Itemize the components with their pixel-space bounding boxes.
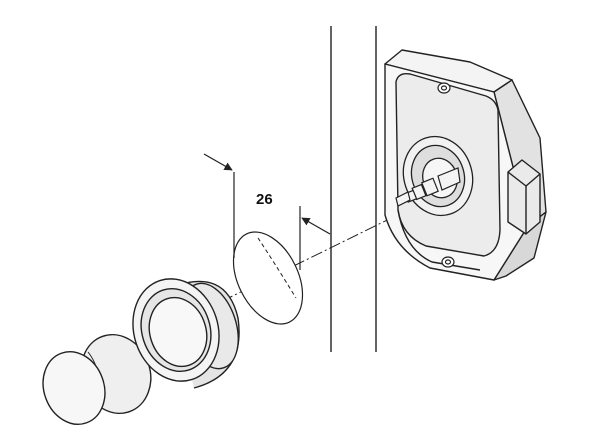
dimension-label: 26	[256, 191, 273, 208]
knob-rosette	[132, 278, 240, 389]
push-knob	[42, 333, 152, 425]
mounting-screw-bottom	[441, 256, 455, 268]
dimension-arrow-left	[203, 153, 233, 171]
drill-hole	[232, 231, 304, 325]
lock-spindle	[395, 167, 461, 207]
door-panel	[330, 26, 377, 352]
dimension-arrow-right	[301, 217, 331, 235]
dimension-markers	[203, 153, 331, 270]
mounting-screw-top	[437, 82, 451, 94]
